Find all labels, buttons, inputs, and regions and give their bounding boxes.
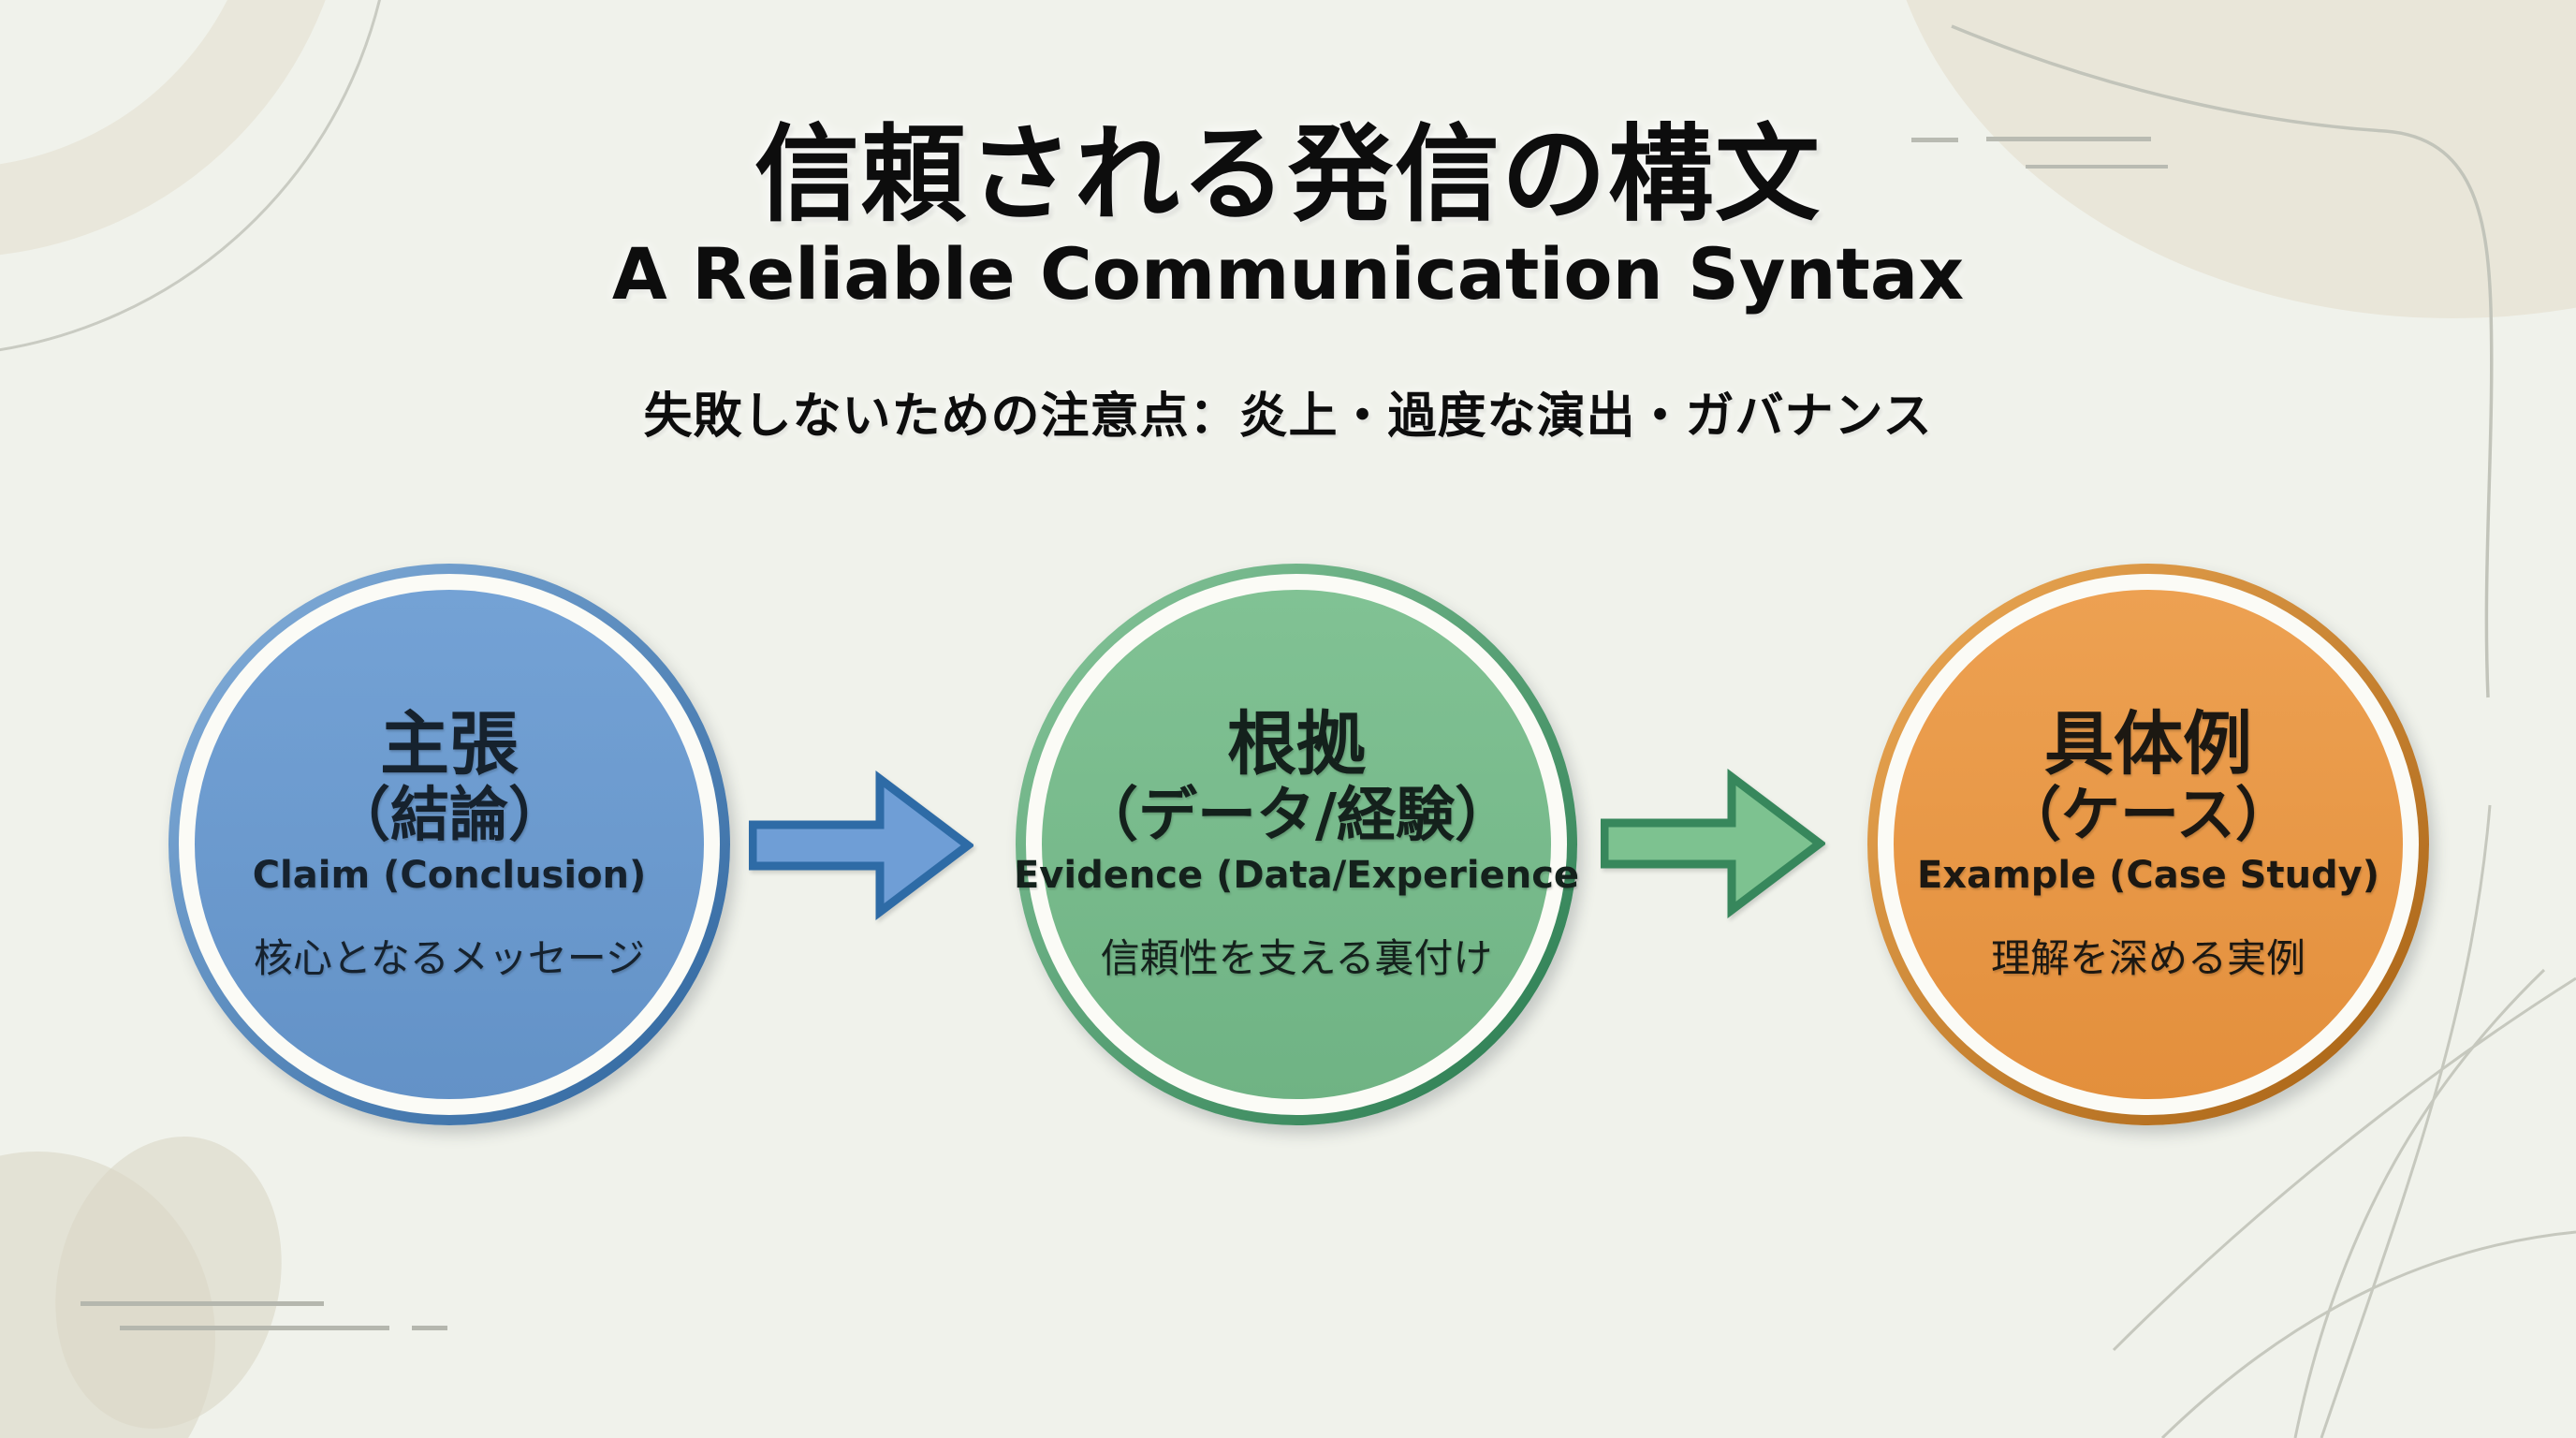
step-heading-en: Example (Case Study) [1916,854,2380,898]
step-heading-jp: 根拠 [1227,703,1366,785]
step-circle-claim: 主張 （結論） Claim (Conclusion) 核心となるメッセージ [168,564,730,1125]
step-circle-evidence: 根拠 （データ/経験） Evidence (Data/Experience 信頼… [1014,564,1579,1125]
decor-dashes-bottom-left [80,1301,447,1330]
step-heading-paren: （データ/経験） [1078,780,1514,849]
step-heading-jp: 具体例 [2044,703,2252,785]
decor-top-right-blob [1906,0,2576,698]
step-heading-en: Evidence (Data/Experience [1013,854,1580,898]
step-circle-white-ring: 具体例 （ケース） Example (Case Study) 理解を深める実例 [1878,574,2419,1115]
step-circle-white-ring: 主張 （結論） Claim (Conclusion) 核心となるメッセージ [179,574,720,1115]
step-circle-example: 具体例 （ケース） Example (Case Study) 理解を深める実例 [1867,564,2429,1125]
step-circle-white-ring: 根拠 （データ/経験） Evidence (Data/Experience 信頼… [1014,574,1579,1115]
step-heading-en: Claim (Conclusion) [252,854,647,898]
step-description: 信頼性を支える裏付け [1100,935,1493,982]
decor-bottom-left-blobs [0,1137,282,1438]
flow-arrow-right-icon [1601,768,1825,919]
step-heading-jp: 主張 [380,703,519,785]
decor-bottom-right-curves [2112,804,2576,1438]
caution-note: 失敗しないための注意点：炎上・過度な演出・ガバナンス [643,389,1933,445]
step-description: 理解を深める実例 [1990,935,2305,982]
step-circle-fill: 根拠 （データ/経験） Evidence (Data/Experience 信頼… [1014,590,1579,1099]
step-circle-fill: 具体例 （ケース） Example (Case Study) 理解を深める実例 [1894,590,2403,1099]
step-heading-paren: （結論） [331,780,567,849]
step-circle-fill: 主張 （結論） Claim (Conclusion) 核心となるメッセージ [195,590,704,1099]
page-subtitle: A Reliable Communication Syntax [611,232,1965,315]
step-heading-paren: （ケース） [2002,780,2294,849]
step-description: 核心となるメッセージ [254,935,645,982]
page-title: 信頼される発信の構文 [754,114,1822,236]
decor-dashes-top-right [1911,137,2168,169]
flow-arrow-right-icon [749,770,973,921]
